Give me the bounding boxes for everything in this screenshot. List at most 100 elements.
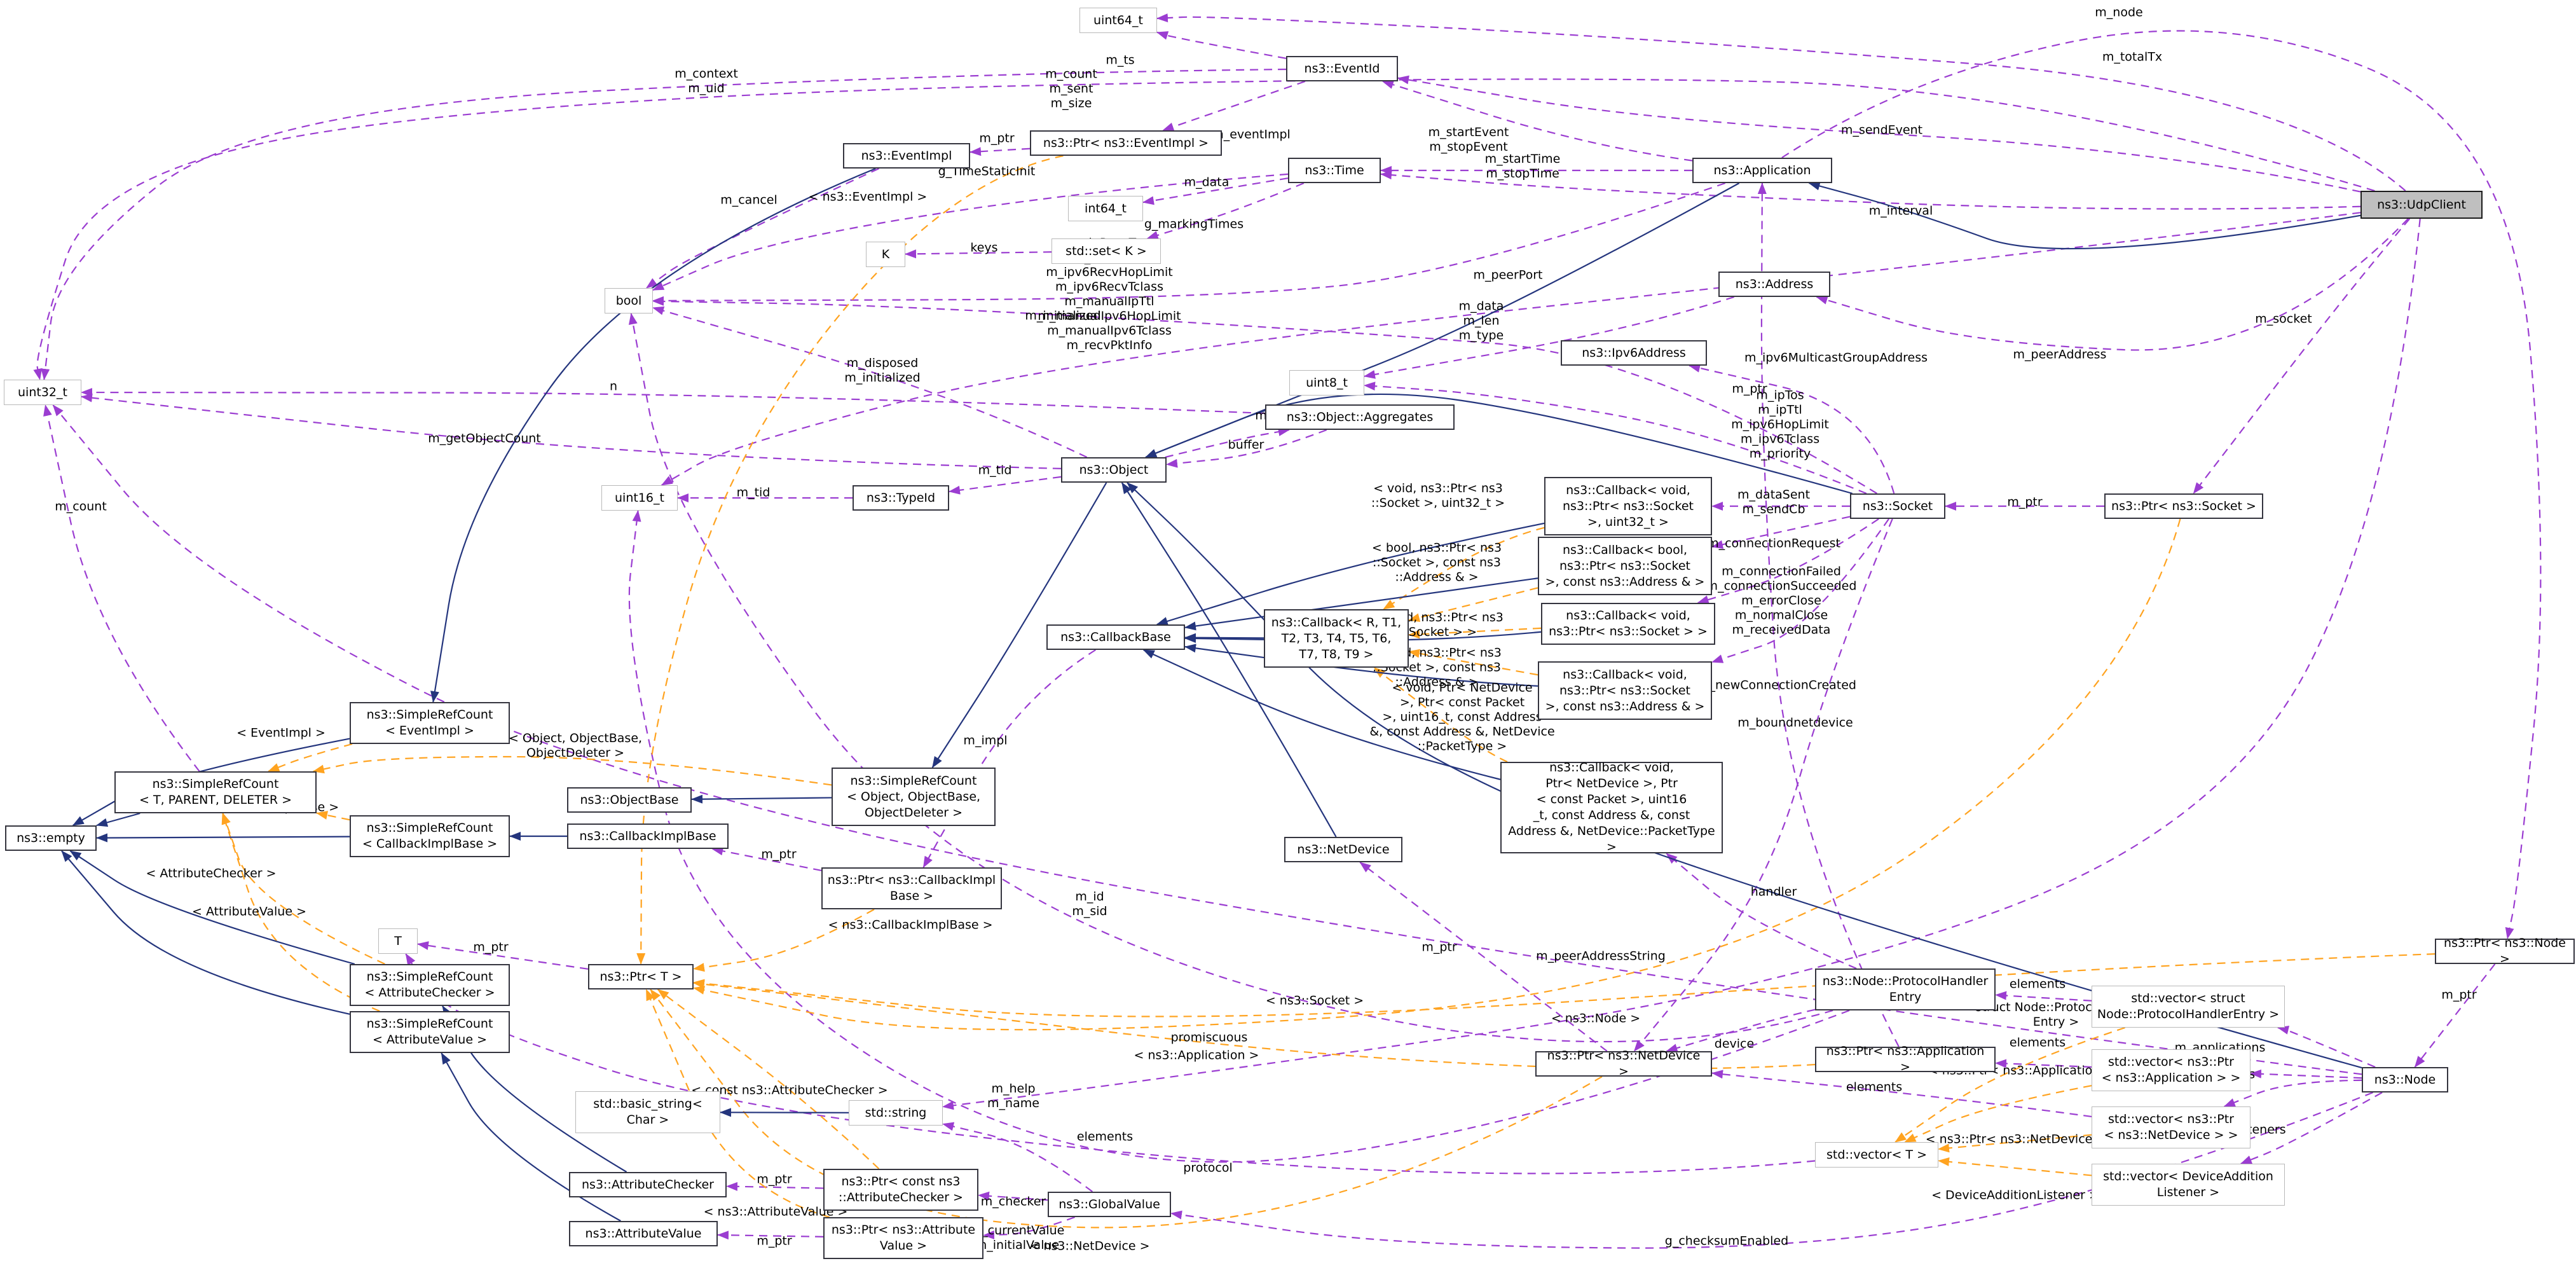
class-node-ptr_netdev[interactable]: ns3::Ptr< ns3::NetDevice > (1535, 1049, 1712, 1078)
class-node-ptr_app[interactable]: ns3::Ptr< ns3::Application > (1815, 1044, 1996, 1074)
class-node-src_tpd[interactable]: ns3::SimpleRefCount < T, PARENT, DELETER… (114, 771, 317, 813)
class-node-phe[interactable]: ns3::Node::ProtocolHandler Entry (1815, 968, 1996, 1010)
class-node-cb1[interactable]: ns3::Callback< void, ns3::Ptr< ns3::Sock… (1544, 477, 1712, 535)
edge-node-to-vec_netdev (2223, 1079, 2362, 1108)
edge-udpclient-to-ptr_socket (2193, 218, 2411, 494)
class-node-object[interactable]: ns3::Object (1061, 457, 1167, 483)
edge-phe-to-bool (628, 313, 1833, 1043)
edge-attrchecker-to-src_ac (442, 1005, 627, 1173)
edge-aggregates-to-uint32 (81, 388, 1266, 415)
edge-vec_netdev-to-ptr_netdev (1711, 1070, 2092, 1118)
class-node-vec_t[interactable]: std::vector< T > (1815, 1142, 1938, 1168)
class-node-vec_netdev[interactable]: std::vector< ns3::Ptr < ns3::NetDevice >… (2092, 1106, 2251, 1148)
class-node-udpclient[interactable]: ns3::UdpClient (2360, 191, 2483, 219)
edge-ptr_app-to-application (1757, 183, 1900, 1047)
edge-cbbase-to-ptr_cib (922, 649, 1096, 868)
edge-ptr_netdev-to-netdevice (1359, 862, 1608, 1052)
edge-eventimpl-to-src_ei (430, 167, 876, 703)
class-node-address[interactable]: ns3::Address (1718, 272, 1830, 297)
edge-ptr_av-to-attrvalue (717, 1230, 824, 1240)
edge-socket-to-cb3 (1697, 518, 1879, 604)
class-node-aggregates[interactable]: ns3::Object::Aggregates (1265, 404, 1455, 430)
class-node-attrchecker[interactable]: ns3::AttributeChecker (569, 1172, 727, 1197)
class-node-src_av[interactable]: ns3::SimpleRefCount < AttributeValue > (350, 1011, 510, 1053)
class-node-bool[interactable]: bool (605, 288, 653, 314)
edge-phe-to-ptr_netdev (1666, 1009, 1816, 1052)
edge-ptr_node-to-node (2414, 963, 2496, 1068)
class-node-cbbase[interactable]: ns3::CallbackBase (1046, 624, 1185, 650)
edge-eventid-to-ptr_eventimpl (1162, 80, 1306, 132)
edge-application-to-ptr_node (1781, 30, 2542, 939)
class-node-uint16[interactable]: uint16_t (601, 485, 678, 511)
edge-attrvalue-to-src_av (441, 1052, 621, 1222)
edge-cb4-to-cbgen (1408, 649, 1538, 676)
edge-cb_nd-to-cbgen (1373, 667, 1508, 763)
class-node-uint64[interactable]: uint64_t (1079, 8, 1157, 33)
class-node-cb_nd[interactable]: ns3::Callback< void, Ptr< NetDevice >, P… (1500, 761, 1723, 854)
edge-udpclient-to-time (1380, 170, 2361, 210)
edge-netdevice-to-object (1121, 482, 1337, 837)
class-node-src_obj[interactable]: ns3::SimpleRefCount < Object, ObjectBase… (832, 768, 996, 826)
class-node-objectbase[interactable]: ns3::ObjectBase (567, 787, 692, 813)
class-node-src_ac[interactable]: ns3::SimpleRefCount < AttributeChecker > (350, 964, 510, 1006)
class-node-uint32[interactable]: uint32_t (4, 380, 81, 405)
class-node-cb4[interactable]: ns3::Callback< void, ns3::Ptr< ns3::Sock… (1538, 661, 1712, 720)
edge-node-to-uint32 (52, 404, 2362, 1075)
edge-vec_t-to-t (405, 953, 1816, 1175)
class-node-ipv6[interactable]: ns3::Ipv6Address (1561, 340, 1707, 366)
class-node-int64[interactable]: int64_t (1068, 196, 1143, 221)
class-node-empty[interactable]: ns3::empty (5, 825, 97, 851)
class-node-ptr_socket[interactable]: ns3::Ptr< ns3::Socket > (2104, 493, 2263, 519)
class-node-ptr_cib[interactable]: ns3::Ptr< ns3::CallbackImpl Base > (821, 867, 1002, 909)
edge-address-to-uint8 (1364, 296, 1735, 379)
edge-ptr_t-to-t (417, 941, 589, 970)
edge-socket-to-cb4 (1711, 518, 1889, 663)
class-node-k[interactable]: K (866, 242, 905, 267)
class-node-application[interactable]: ns3::Application (1692, 158, 1832, 183)
class-node-vec_app[interactable]: std::vector< ns3::Ptr < ns3::Application… (2092, 1049, 2251, 1091)
edge-object-to-src_obj (931, 482, 1107, 768)
class-node-basicstring[interactable]: std::basic_string< Char > (575, 1091, 720, 1133)
class-node-cbgen[interactable]: ns3::Callback< R, T1, T2, T3, T4, T5, T6… (1264, 609, 1409, 668)
edge-globalvalue-to-string (942, 1122, 1093, 1192)
edge-cb_nd-to-cbbase (1142, 649, 1501, 780)
edge-udpclient-to-uint32 (33, 78, 2375, 380)
edge-vec_app-to-ptr_app (1995, 1059, 2092, 1068)
class-node-eventid[interactable]: ns3::EventId (1286, 56, 1398, 81)
edge-udpclient-to-string (942, 218, 2421, 1110)
edge-udpclient-to-eventid (1397, 75, 2361, 193)
class-node-time[interactable]: ns3::Time (1288, 158, 1381, 183)
class-node-node[interactable]: ns3::Node (2362, 1067, 2448, 1092)
class-node-setk[interactable]: std::set< K > (1052, 238, 1161, 264)
class-node-attrvalue[interactable]: ns3::AttributeValue (569, 1221, 718, 1246)
edge-globalvalue-to-ptr_cac (978, 1191, 1048, 1201)
class-node-typeid[interactable]: ns3::TypeId (853, 485, 949, 511)
class-node-socket[interactable]: ns3::Socket (1850, 493, 1945, 519)
edge-object-to-aggregates (1165, 427, 1290, 458)
class-node-netdevice[interactable]: ns3::NetDevice (1284, 837, 1402, 862)
edge-node-to-vec_phe (2277, 1026, 2376, 1068)
class-node-globalvalue[interactable]: ns3::GlobalValue (1048, 1192, 1171, 1217)
class-node-ptr_t[interactable]: ns3::Ptr< T > (588, 964, 694, 989)
class-node-vec_phe[interactable]: std::vector< struct Node::ProtocolHandle… (2092, 986, 2285, 1028)
edge-src_ei-to-src_tpd (268, 743, 353, 773)
edge-object-to-bool (652, 306, 1088, 458)
class-node-ptr_eventimpl[interactable]: ns3::Ptr< ns3::EventImpl > (1030, 130, 1222, 156)
edge-time-to-int64 (1142, 177, 1289, 205)
class-node-cib[interactable]: ns3::CallbackImplBase (567, 823, 729, 849)
class-node-ptr_av[interactable]: ns3::Ptr< ns3::Attribute Value > (823, 1217, 983, 1259)
class-node-vec_dal[interactable]: std::vector< DeviceAddition Listener > (2092, 1164, 2285, 1206)
class-node-src_ei[interactable]: ns3::SimpleRefCount < EventImpl > (350, 702, 510, 744)
edge-socket-to-cb2 (1711, 516, 1851, 549)
class-node-uint8[interactable]: uint8_t (1289, 370, 1364, 396)
class-node-cb3[interactable]: ns3::Callback< void, ns3::Ptr< ns3::Sock… (1541, 603, 1715, 645)
class-node-src_cib[interactable]: ns3::SimpleRefCount < CallbackImplBase > (350, 815, 510, 857)
class-node-cb2[interactable]: ns3::Callback< bool, ns3::Ptr< ns3::Sock… (1538, 537, 1712, 595)
class-node-eventimpl[interactable]: ns3::EventImpl (843, 143, 970, 169)
class-node-string[interactable]: std::string (849, 1100, 943, 1126)
edge-time-to-bool (652, 173, 1289, 291)
edge-time-to-setk (1146, 182, 1305, 240)
class-node-t[interactable]: T (378, 928, 418, 954)
class-node-ptr_cac[interactable]: ns3::Ptr< const ns3 ::AttributeChecker > (823, 1169, 978, 1211)
class-node-ptr_node[interactable]: ns3::Ptr< ns3::Node > (2435, 936, 2575, 966)
